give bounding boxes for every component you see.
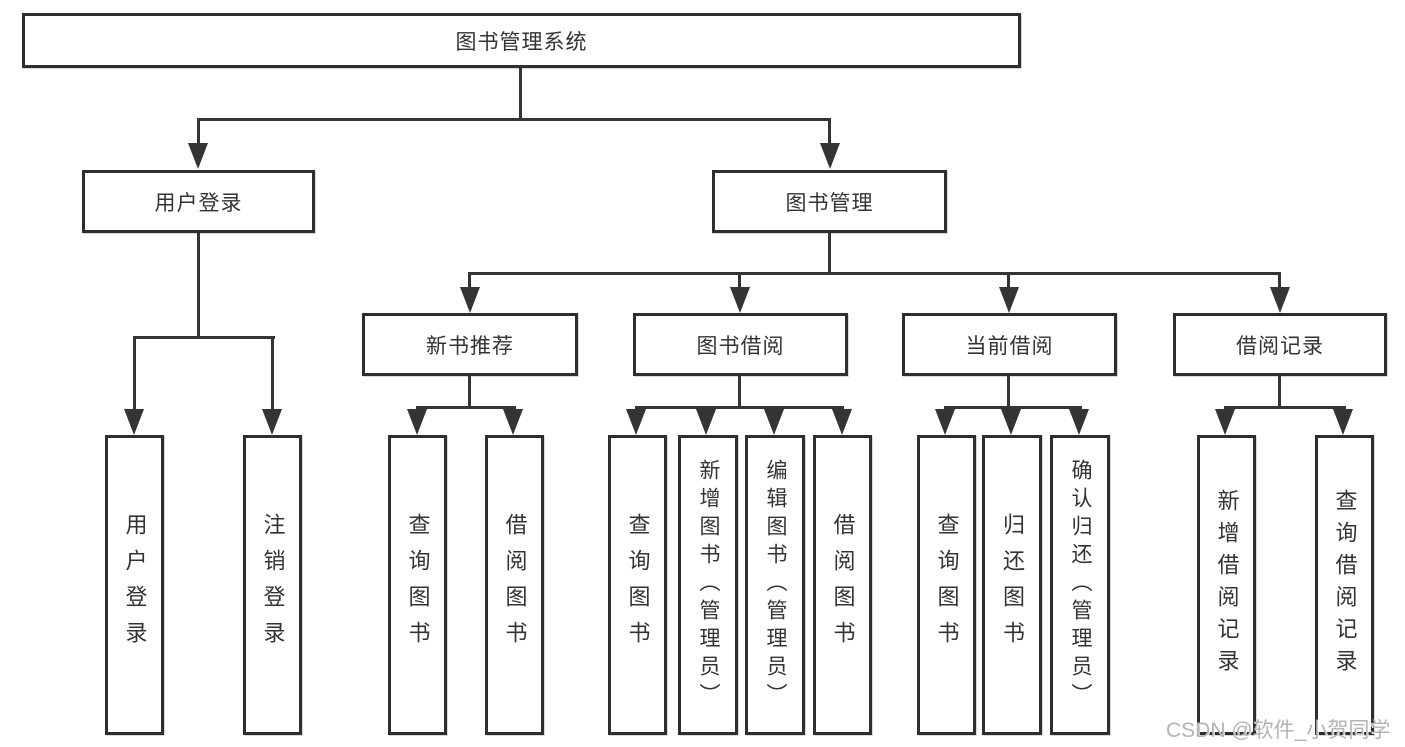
- leaf-return-books: 归还图书: [982, 435, 1042, 735]
- connector-line: [133, 336, 275, 339]
- leaf-add-books-admin-label: 新增图书（管理员）: [697, 459, 720, 711]
- leaf-edit-books-admin-label: 编辑图书（管理员）: [764, 459, 787, 711]
- connector-line: [416, 406, 516, 409]
- leaf-recommend-borrow-books-label: 借阅图书: [502, 513, 528, 657]
- leaf-borrowing-query-books: 查询图书: [608, 435, 667, 735]
- node-book-management-label: 图书管理: [785, 191, 874, 215]
- connector-line: [468, 272, 471, 292]
- arrow-down-icon: [1270, 287, 1290, 313]
- node-book-borrowing: 图书借阅: [633, 313, 848, 376]
- connector-line: [197, 233, 200, 336]
- connector-line: [1007, 272, 1010, 292]
- node-root: 图书管理系统: [22, 13, 1021, 68]
- connector-line: [828, 233, 831, 274]
- arrow-down-icon: [1069, 409, 1089, 435]
- node-book-management: 图书管理: [712, 170, 947, 233]
- leaf-edit-books-admin: 编辑图书（管理员）: [745, 435, 805, 735]
- arrow-down-icon: [1001, 409, 1021, 435]
- connector-line: [271, 336, 274, 411]
- leaf-current-query-books: 查询图书: [917, 435, 976, 735]
- arrow-down-icon: [820, 143, 840, 169]
- leaf-query-borrow-record: 查询借阅记录: [1315, 435, 1374, 735]
- arrow-down-icon: [1333, 409, 1353, 435]
- connector-line: [944, 406, 1082, 409]
- leaf-add-borrow-record: 新增借阅记录: [1197, 435, 1256, 735]
- arrow-down-icon: [764, 409, 784, 435]
- connector-line: [519, 68, 522, 120]
- leaf-query-borrow-record-label: 查询借阅记录: [1332, 489, 1358, 681]
- leaf-recommend-borrow-books: 借阅图书: [485, 435, 544, 735]
- node-new-book-recommend-label: 新书推荐: [426, 334, 514, 358]
- arrow-down-icon: [262, 409, 282, 435]
- leaf-recommend-query-books: 查询图书: [388, 435, 447, 735]
- node-borrowing-records: 借阅记录: [1173, 313, 1387, 376]
- leaf-logout-label: 注销登录: [260, 513, 286, 657]
- node-new-book-recommend: 新书推荐: [362, 313, 578, 376]
- connector-line: [468, 376, 471, 409]
- connector-line: [197, 118, 831, 121]
- arrow-down-icon: [1215, 409, 1235, 435]
- leaf-current-query-books-label: 查询图书: [934, 513, 960, 657]
- connector-line: [468, 272, 1281, 275]
- connector-line: [133, 336, 136, 411]
- connector-line: [828, 118, 831, 146]
- leaf-recommend-query-books-label: 查询图书: [405, 513, 431, 657]
- arrow-down-icon: [188, 143, 208, 169]
- node-book-borrowing-label: 图书借阅: [696, 334, 785, 358]
- arrow-down-icon: [460, 287, 480, 313]
- arrow-down-icon: [124, 409, 144, 435]
- leaf-add-borrow-record-label: 新增借阅记录: [1214, 489, 1240, 681]
- leaf-confirm-return-admin-label: 确认归还（管理员）: [1069, 459, 1092, 711]
- arrow-down-icon: [626, 409, 646, 435]
- connector-line: [1224, 406, 1346, 409]
- arrow-down-icon: [999, 287, 1019, 313]
- leaf-logout: 注销登录: [243, 435, 302, 735]
- connector-line: [738, 272, 741, 292]
- arrow-down-icon: [407, 409, 427, 435]
- arrow-down-icon: [935, 409, 955, 435]
- leaf-confirm-return-admin: 确认归还（管理员）: [1050, 435, 1110, 735]
- connector-line: [197, 118, 200, 146]
- leaf-user-login-label: 用户登录: [122, 513, 148, 657]
- node-current-borrowing-label: 当前借阅: [965, 334, 1054, 358]
- connector-line: [1007, 376, 1010, 409]
- arrow-down-icon: [730, 287, 750, 313]
- arrow-down-icon: [832, 409, 852, 435]
- node-user-login-label: 用户登录: [154, 191, 243, 215]
- leaf-borrow-books-label: 借阅图书: [830, 513, 856, 657]
- node-user-login: 用户登录: [82, 170, 315, 233]
- leaf-user-login: 用户登录: [105, 435, 164, 735]
- leaf-borrowing-query-books-label: 查询图书: [625, 513, 651, 657]
- node-borrowing-records-label: 借阅记录: [1236, 334, 1324, 358]
- leaf-add-books-admin: 新增图书（管理员）: [678, 435, 738, 735]
- node-root-label: 图书管理系统: [455, 30, 588, 54]
- csdn-watermark: CSDN @软件_小贺同学: [1166, 719, 1391, 742]
- arrow-down-icon: [503, 409, 523, 435]
- connector-line: [738, 376, 741, 409]
- connector-line: [1278, 376, 1281, 409]
- leaf-borrow-books: 借阅图书: [813, 435, 872, 735]
- leaf-return-books-label: 归还图书: [1000, 513, 1025, 657]
- node-current-borrowing: 当前借阅: [902, 313, 1117, 376]
- connector-line: [1278, 272, 1281, 292]
- connector-line: [635, 406, 844, 409]
- arrow-down-icon: [696, 409, 716, 435]
